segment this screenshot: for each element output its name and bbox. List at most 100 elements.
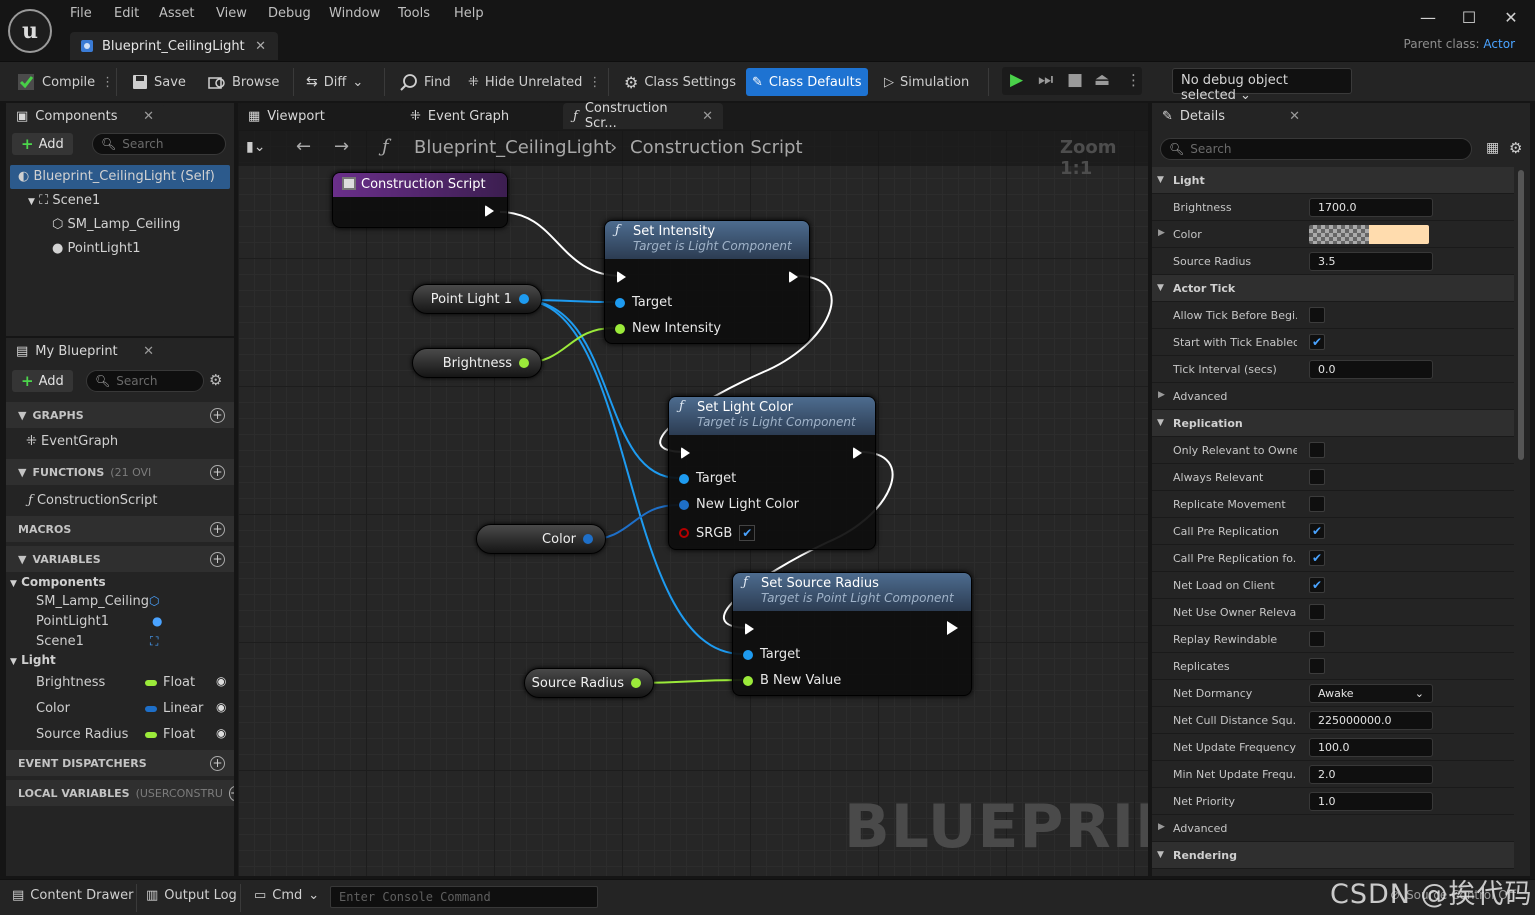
close-icon[interactable]: ✕: [143, 343, 154, 359]
tree-item-scene1[interactable]: ▼ ⛶ Scene1: [28, 193, 100, 208]
forward-arrow-icon[interactable]: →: [334, 136, 350, 157]
cmd-select[interactable]: ▭Cmd⌄: [254, 888, 319, 903]
category-replication[interactable]: ▼Replication: [1152, 410, 1514, 437]
brightness-input[interactable]: 1700.0: [1309, 198, 1433, 217]
tree-item-self[interactable]: ◐ Blueprint_CeilingLight (Self): [10, 165, 230, 189]
variable-item[interactable]: Scene1: [36, 634, 84, 649]
hide-unrelated-button[interactable]: ⁜Hide Unrelated⋮: [462, 69, 607, 95]
tab-event-graph[interactable]: ⁜Event Graph: [400, 103, 550, 129]
section-macros[interactable]: MACROS+: [6, 516, 234, 542]
variable-item[interactable]: PointLight1: [36, 614, 109, 629]
pin-new-value[interactable]: B New Value: [743, 673, 841, 688]
menu-file[interactable]: File: [70, 6, 92, 21]
variable-type[interactable]: Linear C: [145, 701, 207, 716]
details-tab[interactable]: ✎Details✕: [1152, 103, 1310, 129]
menu-help[interactable]: Help: [454, 6, 484, 21]
eye-icon[interactable]: ◉: [216, 674, 227, 688]
menu-tools[interactable]: Tools: [398, 6, 431, 21]
checkbox[interactable]: [1309, 496, 1325, 512]
variable-item[interactable]: Brightness: [36, 675, 106, 690]
class-settings-button[interactable]: ⚙Class Settings: [618, 69, 742, 95]
category-rendering[interactable]: ▼Rendering: [1152, 842, 1514, 869]
category-light[interactable]: ▼Light: [1152, 167, 1514, 194]
checkbox[interactable]: [1309, 469, 1325, 485]
menu-view[interactable]: View: [216, 6, 247, 21]
compile-button[interactable]: Compile⋮: [10, 69, 120, 95]
tab-viewport[interactable]: ▦Viewport: [238, 103, 388, 129]
advanced-expander[interactable]: ▶Advanced: [1152, 383, 1514, 410]
add-local-variable-icon[interactable]: +: [228, 785, 234, 801]
browse-button[interactable]: Browse: [202, 69, 285, 95]
checkbox[interactable]: [1309, 658, 1325, 674]
table-view-icon[interactable]: ▦: [1486, 140, 1500, 156]
back-arrow-icon[interactable]: ←: [296, 136, 312, 157]
section-functions[interactable]: ▼FUNCTIONS(21 OVI+: [6, 459, 234, 485]
function-item-construction[interactable]: ƒ ConstructionScript: [28, 493, 157, 508]
section-variables[interactable]: ▼VARIABLES+: [6, 546, 234, 572]
get-source-radius-node[interactable]: Source Radius: [524, 668, 654, 698]
gear-icon[interactable]: ⚙: [1509, 139, 1523, 157]
save-button[interactable]: Save: [126, 69, 192, 95]
play-options-icon[interactable]: ⋮: [1126, 71, 1141, 89]
minimize-icon[interactable]: —: [1420, 8, 1436, 27]
unreal-logo-icon[interactable]: u: [8, 9, 52, 53]
variable-category-components[interactable]: ▼ Components: [10, 575, 106, 589]
menu-asset[interactable]: Asset: [159, 6, 195, 21]
eject-icon[interactable]: ⏏: [1094, 70, 1111, 90]
pin-srgb[interactable]: SRGB✔: [679, 525, 756, 541]
source-control-status[interactable]: ⊘Source Control Off: [1390, 888, 1516, 902]
parent-class-link[interactable]: Actor: [1483, 37, 1515, 51]
tree-item-pointlight[interactable]: ● PointLight1: [52, 241, 140, 256]
add-component-button[interactable]: +Add: [12, 133, 73, 155]
menu-edit[interactable]: Edit: [114, 6, 140, 21]
tick-interval-input[interactable]: 0.0: [1309, 360, 1433, 379]
exec-in-pin[interactable]: [617, 271, 626, 283]
net-update-input[interactable]: 100.0: [1309, 738, 1433, 757]
category-actor-tick[interactable]: ▼Actor Tick: [1152, 275, 1514, 302]
get-brightness-node[interactable]: Brightness: [412, 348, 542, 378]
section-graphs[interactable]: ▼GRAPHS+: [6, 402, 234, 428]
checkbox[interactable]: ✔: [1309, 334, 1325, 350]
source-radius-input[interactable]: 3.5: [1309, 252, 1433, 271]
variable-item[interactable]: Source Radius: [36, 727, 129, 742]
compile-options-icon[interactable]: ⋮: [101, 74, 115, 90]
pin-new-light-color[interactable]: New Light Color: [679, 497, 799, 512]
play-icon[interactable]: ▶: [1010, 70, 1024, 90]
components-tab[interactable]: ▣Components✕: [6, 103, 164, 129]
step-icon[interactable]: ⏭: [1038, 70, 1054, 90]
close-icon[interactable]: ✕: [143, 108, 154, 124]
variable-type[interactable]: Float: [145, 675, 195, 690]
more-options-icon[interactable]: ⋮: [588, 74, 602, 90]
class-defaults-button[interactable]: ✎Class Defaults: [746, 68, 868, 96]
variable-item[interactable]: SM_Lamp_Ceiling: [36, 594, 149, 609]
variable-item[interactable]: Color: [36, 701, 70, 716]
details-search-input[interactable]: 🔍︎Search: [1160, 138, 1472, 160]
add-dispatcher-icon[interactable]: +: [210, 755, 225, 771]
checkbox[interactable]: ✔: [1309, 523, 1325, 539]
checkbox[interactable]: [1309, 442, 1325, 458]
checkbox[interactable]: [1309, 307, 1325, 323]
simulation-button[interactable]: ▷Simulation: [878, 69, 975, 95]
pin-target[interactable]: Target: [679, 471, 736, 486]
eye-icon[interactable]: ◉: [216, 700, 227, 714]
variable-type[interactable]: Float: [145, 727, 195, 742]
add-variable-icon[interactable]: +: [210, 551, 225, 567]
checkbox[interactable]: ✔: [1309, 550, 1325, 566]
close-icon[interactable]: ✕: [1289, 108, 1300, 124]
net-priority-input[interactable]: 1.0: [1309, 792, 1433, 811]
breadcrumb-root[interactable]: Blueprint_CeilingLight: [414, 137, 612, 158]
add-member-button[interactable]: +Add: [12, 370, 73, 392]
tree-item-sm-lamp[interactable]: ⬡ SM_Lamp_Ceiling: [52, 217, 181, 232]
add-graph-icon[interactable]: +: [210, 407, 225, 423]
eye-icon[interactable]: ◉: [216, 726, 227, 740]
close-icon[interactable]: ✕: [255, 38, 266, 54]
exec-out-pin[interactable]: [485, 205, 494, 217]
find-button[interactable]: Find: [394, 69, 457, 95]
pin-target[interactable]: Target: [743, 647, 800, 662]
color-swatch[interactable]: [1309, 225, 1429, 244]
exec-out-pin[interactable]: [947, 621, 958, 635]
add-function-icon[interactable]: +: [210, 464, 225, 480]
